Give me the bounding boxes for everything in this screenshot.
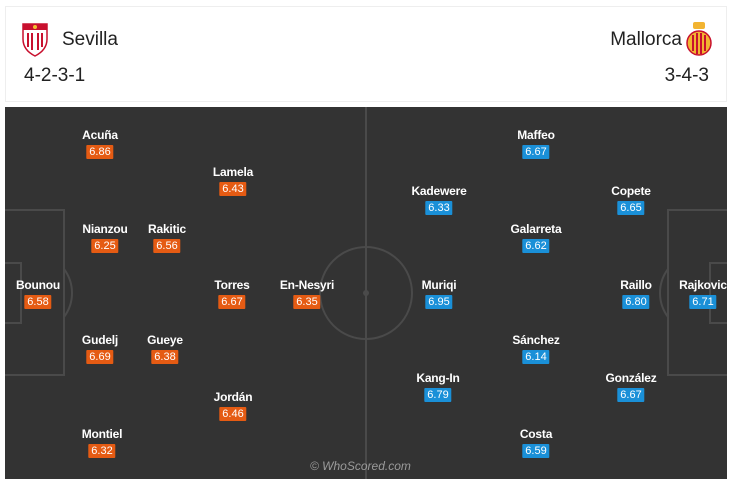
player-name: Maffeo <box>517 128 555 142</box>
player-rating: 6.25 <box>91 239 119 253</box>
player-name: Bounou <box>15 278 61 292</box>
player-rating: 6.69 <box>86 350 114 364</box>
player-name: González <box>605 371 657 385</box>
player-rating: 6.71 <box>689 295 717 309</box>
watermark: © WhoScored.com <box>310 459 411 473</box>
player-name: Gudelj <box>81 333 119 347</box>
player-name: Sánchez <box>512 333 560 347</box>
home-team-name: Sevilla <box>62 29 118 50</box>
player-name: Nianzou <box>82 222 128 236</box>
player-rating: 6.14 <box>522 350 550 364</box>
player-name: Galarreta <box>510 222 562 236</box>
player-rating: 6.67 <box>617 388 645 402</box>
player-rating: 6.38 <box>151 350 179 364</box>
player-name: Raillo <box>620 278 652 292</box>
sevilla-crest-icon <box>22 23 48 57</box>
player-rating: 6.46 <box>219 407 247 421</box>
player-rating: 6.95 <box>425 295 453 309</box>
player-rating: 6.65 <box>617 201 645 215</box>
player-name: Lamela <box>212 165 254 179</box>
player-rating: 6.56 <box>153 239 181 253</box>
player-rating: 6.58 <box>24 295 52 309</box>
player-name: Rajkovic <box>679 278 727 292</box>
player-rating: 6.67 <box>218 295 246 309</box>
player-rating: 6.59 <box>522 444 550 458</box>
player-name: En-Nesyri <box>279 278 335 292</box>
player-name: Torres <box>214 278 250 292</box>
away-formation: 3-4-3 <box>664 65 709 86</box>
player-rating: 6.67 <box>522 145 550 159</box>
mallorca-crest-icon <box>686 22 712 56</box>
away-team-name: Mallorca <box>610 29 682 50</box>
player-name: Jordán <box>213 390 253 404</box>
player-name: Acuña <box>82 128 118 142</box>
player-rating: 6.32 <box>88 444 116 458</box>
pitch: Bounou 6.58 Acuña 6.86 Nianzou 6.25 Gude… <box>5 107 727 479</box>
player-name: Costa <box>519 427 553 441</box>
player-rating: 6.80 <box>622 295 650 309</box>
player-name: Gueye <box>147 333 183 347</box>
player-rating: 6.79 <box>424 388 452 402</box>
player-rating: 6.62 <box>522 239 550 253</box>
player-rating: 6.35 <box>293 295 321 309</box>
match-header: Sevilla 4-2-3-1 Mallorca 3-4-3 <box>5 6 727 102</box>
player-rating: 6.33 <box>425 201 453 215</box>
player-name: Kang-In <box>416 371 460 385</box>
player-name: Copete <box>611 184 651 198</box>
player-rating: 6.43 <box>219 182 247 196</box>
player-name: Montiel <box>81 427 123 441</box>
home-formation: 4-2-3-1 <box>24 65 86 86</box>
player-name: Kadewere <box>411 184 467 198</box>
player-name: Rakitic <box>148 222 186 236</box>
pitch-lines <box>5 107 727 479</box>
player-name: Muriqi <box>421 278 457 292</box>
player-rating: 6.86 <box>86 145 114 159</box>
